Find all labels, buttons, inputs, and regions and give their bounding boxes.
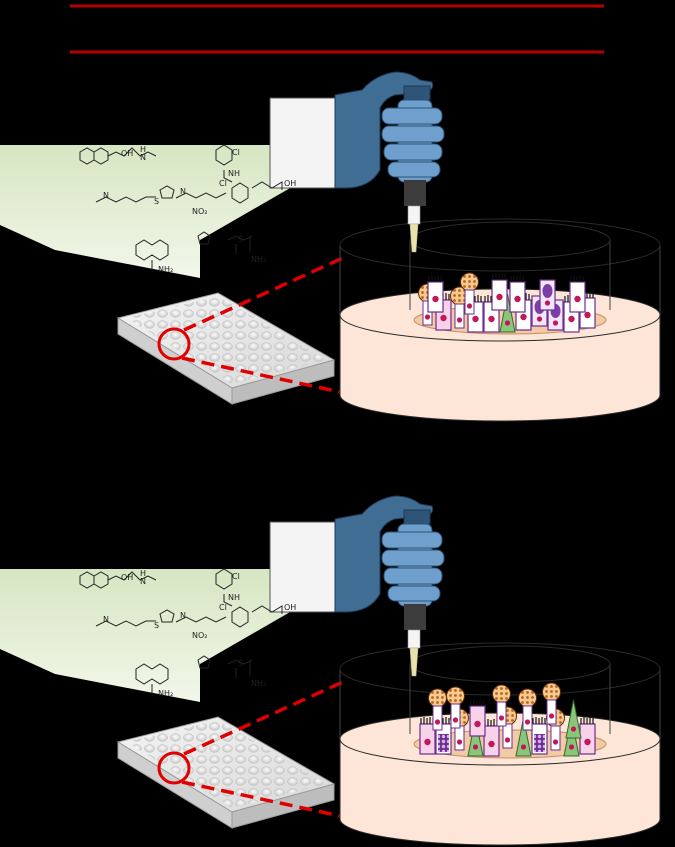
chem-label: N <box>180 187 186 196</box>
molecules-bottom <box>79 568 283 694</box>
chem-label: Cl <box>219 179 227 188</box>
chem-label: N <box>140 153 146 162</box>
chem-label: NO₂ <box>192 207 208 216</box>
chem-label: NH₂ <box>251 255 266 264</box>
chem-label: N <box>180 611 186 620</box>
chem-label: OH <box>121 149 133 158</box>
chem-label: NH₂ <box>158 265 173 274</box>
chem-label: S <box>238 659 243 668</box>
chem-label: N <box>103 191 109 200</box>
molecules-top <box>79 144 283 270</box>
chem-label: S <box>154 197 159 206</box>
chem-label: OH <box>284 179 296 188</box>
chem-label: NH₂ <box>158 689 173 698</box>
chem-label: Cl <box>219 603 227 612</box>
chem-label: Cl <box>232 572 240 581</box>
chem-label: S <box>238 235 243 244</box>
panel-top: OH N H Cl Cl NH OH N N S NO₂ NH₂ S NH₂ <box>0 70 662 423</box>
chem-label: NH <box>228 169 240 178</box>
chem-label: Cl <box>232 148 240 157</box>
chem-label: OH <box>121 573 133 582</box>
chem-label: NH <box>228 593 240 602</box>
chem-label: NH₂ <box>251 679 266 688</box>
chem-label: NO₂ <box>192 631 208 640</box>
chem-label: H <box>140 145 146 154</box>
chem-label: S <box>154 621 159 630</box>
chem-label: N <box>140 577 146 586</box>
chem-label: OH <box>284 603 296 612</box>
chem-label: N <box>103 615 109 624</box>
chem-label: H <box>140 569 146 578</box>
panel-bottom: OH N H Cl Cl NH OH N N S NO₂ NH₂ S NH₂ <box>0 494 662 847</box>
